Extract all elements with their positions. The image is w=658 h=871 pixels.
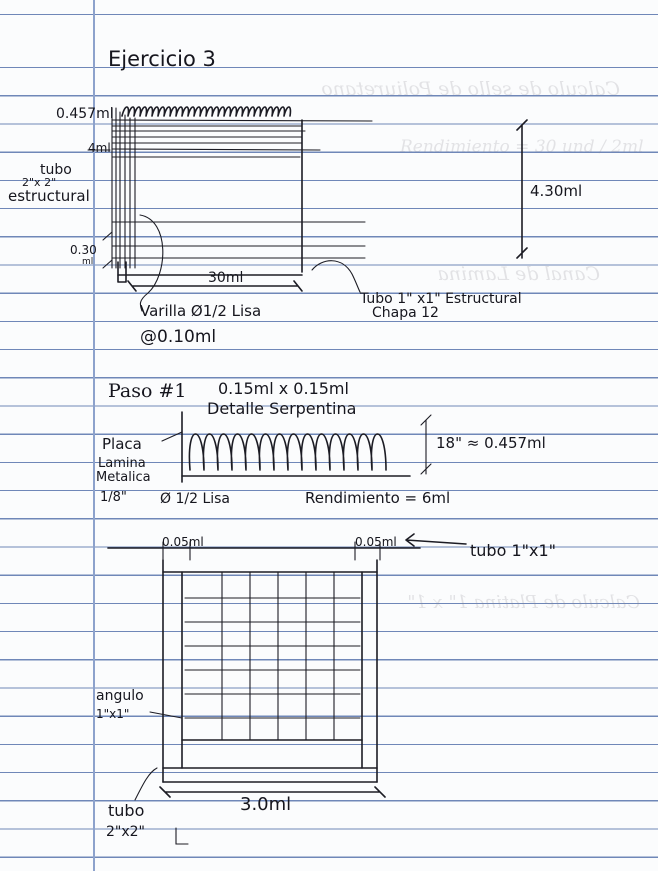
corner-post <box>117 261 127 283</box>
angulo-label-2: 1"x1" <box>96 707 129 721</box>
height-note: 18" ≈ 0.457ml <box>436 434 546 452</box>
chapa-label: Chapa 12 <box>372 305 439 321</box>
ghost-text-1: Calculo de sello de Poliuretano <box>321 78 620 100</box>
placa-label: Placa <box>102 435 142 453</box>
tubo-leader <box>311 260 361 293</box>
grid-verticals <box>221 571 335 741</box>
paso-size: 0.15ml x 0.15ml <box>218 379 349 398</box>
metalica-label: Metalica <box>96 470 151 485</box>
detail-height-dim <box>420 414 432 475</box>
tubo-bottom-leader <box>134 767 158 801</box>
bottom-dim: 30ml <box>208 270 243 286</box>
frame-tube-top: tubo 1"x1" <box>470 541 556 560</box>
ghost-text-3: Canal de Lamina <box>437 263 600 285</box>
tube-bottom-label-1: tubo <box>108 801 144 820</box>
rod-label: Varilla Ø1/2 Lisa <box>140 302 261 320</box>
placa-leader <box>161 431 183 442</box>
spacing-label: @0.10ml <box>140 327 216 347</box>
angulo-label-1: angulo <box>96 688 144 704</box>
dim-030-line <box>102 231 113 269</box>
tube-bottom-label-2: 2"x2" <box>106 824 145 840</box>
exercise-title: Ejercicio 3 <box>108 47 216 71</box>
frame-top-ticks <box>162 541 381 561</box>
detail-coil <box>188 433 387 471</box>
serpentine-detail <box>161 411 432 483</box>
frame-right-dim: 0.05ml <box>355 535 397 549</box>
tube-label-2: 2"x 2" <box>22 176 56 189</box>
sketch-serpentine-plan <box>87 106 528 312</box>
dim-30-line <box>127 280 303 292</box>
frame-elevation <box>107 533 467 845</box>
tube-label-1: tubo <box>40 162 72 178</box>
frame-left-dim: 0.05ml <box>162 535 204 549</box>
small-label: 0.30 <box>70 243 97 257</box>
margin-mark <box>175 827 189 845</box>
right-dim: 4.30ml <box>530 182 582 200</box>
grid-horizontals <box>184 597 361 719</box>
bleed-through-text: Calculo de sello de Poliuretano Rendimie… <box>321 78 643 613</box>
dim-430-line <box>516 119 528 259</box>
tubo-top-arrow <box>405 533 467 547</box>
rendimiento-label: Rendimiento = 6ml <box>305 489 450 507</box>
frame-width-dim <box>159 786 386 798</box>
margin-line <box>93 0 95 871</box>
ghost-text-4: Calculo de Platina 1" x 1" <box>407 592 640 613</box>
thickness-label: 1/8" <box>100 490 127 505</box>
tube1-label: Tubo 1" x1" Estructural <box>359 291 522 307</box>
vertical-rods <box>111 107 136 269</box>
paso-label: Paso #1 <box>108 380 187 402</box>
angulo-leader <box>149 711 183 719</box>
frame-width-label: 3.0ml <box>240 794 291 815</box>
horizontal-rods <box>111 119 373 259</box>
rod-detail-label: Ø 1/2 Lisa <box>160 491 230 507</box>
top-coil <box>121 106 292 117</box>
gap-label: 4ml <box>88 141 111 155</box>
lamina-label: Lamina <box>98 456 146 471</box>
tube-label-3: estructural <box>8 187 90 205</box>
detail-title: Detalle Serpentina <box>207 399 356 418</box>
small-unit: ml <box>82 257 93 267</box>
varilla-leader <box>139 214 164 312</box>
height-label: 0.457ml <box>56 106 114 122</box>
